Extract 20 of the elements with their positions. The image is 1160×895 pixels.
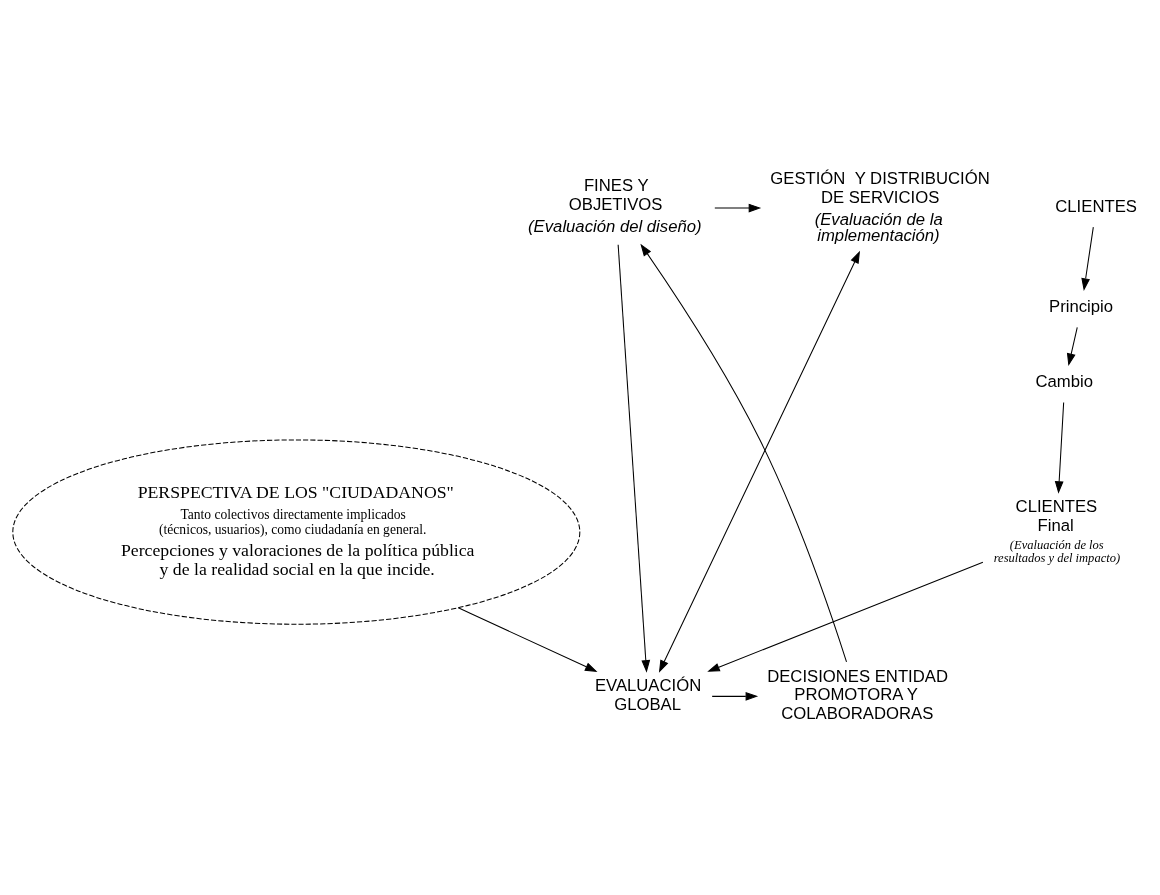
arrow — [640, 243, 848, 663]
node-text: Cambio — [1035, 372, 1093, 392]
arrow — [714, 203, 762, 213]
arrow — [707, 561, 984, 672]
node-text: CLIENTES Final — [1015, 497, 1098, 535]
node-text: GESTIÓN Y DISTRIBUCIÓN DE SERVICIOS (Evaluación de la implementación) — [770, 168, 990, 246]
arrow — [1066, 326, 1078, 367]
node-text: Principio — [1049, 297, 1114, 317]
arrow — [457, 607, 598, 672]
arrow — [1054, 401, 1065, 494]
arrow — [658, 250, 860, 673]
arrow — [1081, 226, 1094, 291]
arrow — [711, 692, 759, 701]
arrow — [617, 244, 651, 673]
node-text: CLIENTES — [1055, 196, 1137, 216]
node-text: EVALUACIÓN GLOBAL — [594, 675, 702, 714]
node-text: FINES Y OBJETIVOS (Evaluación del diseño) — [528, 176, 702, 236]
node-ellipse: PERSPECTIVA DE LOS "CIUDADANOS" Tanto colectivos directamente implicados (técnicos, usuarios), como ciudadanía en general. Percepciones y valoraciones de la política pública y de la realidad social en la que incide. — [12, 439, 581, 625]
node-text: DECISIONES ENTIDAD PROMOTORA Y COLABORADORAS — [767, 666, 948, 724]
node-label: (Evaluación de los resultados y del impacto) — [993, 538, 1121, 565]
